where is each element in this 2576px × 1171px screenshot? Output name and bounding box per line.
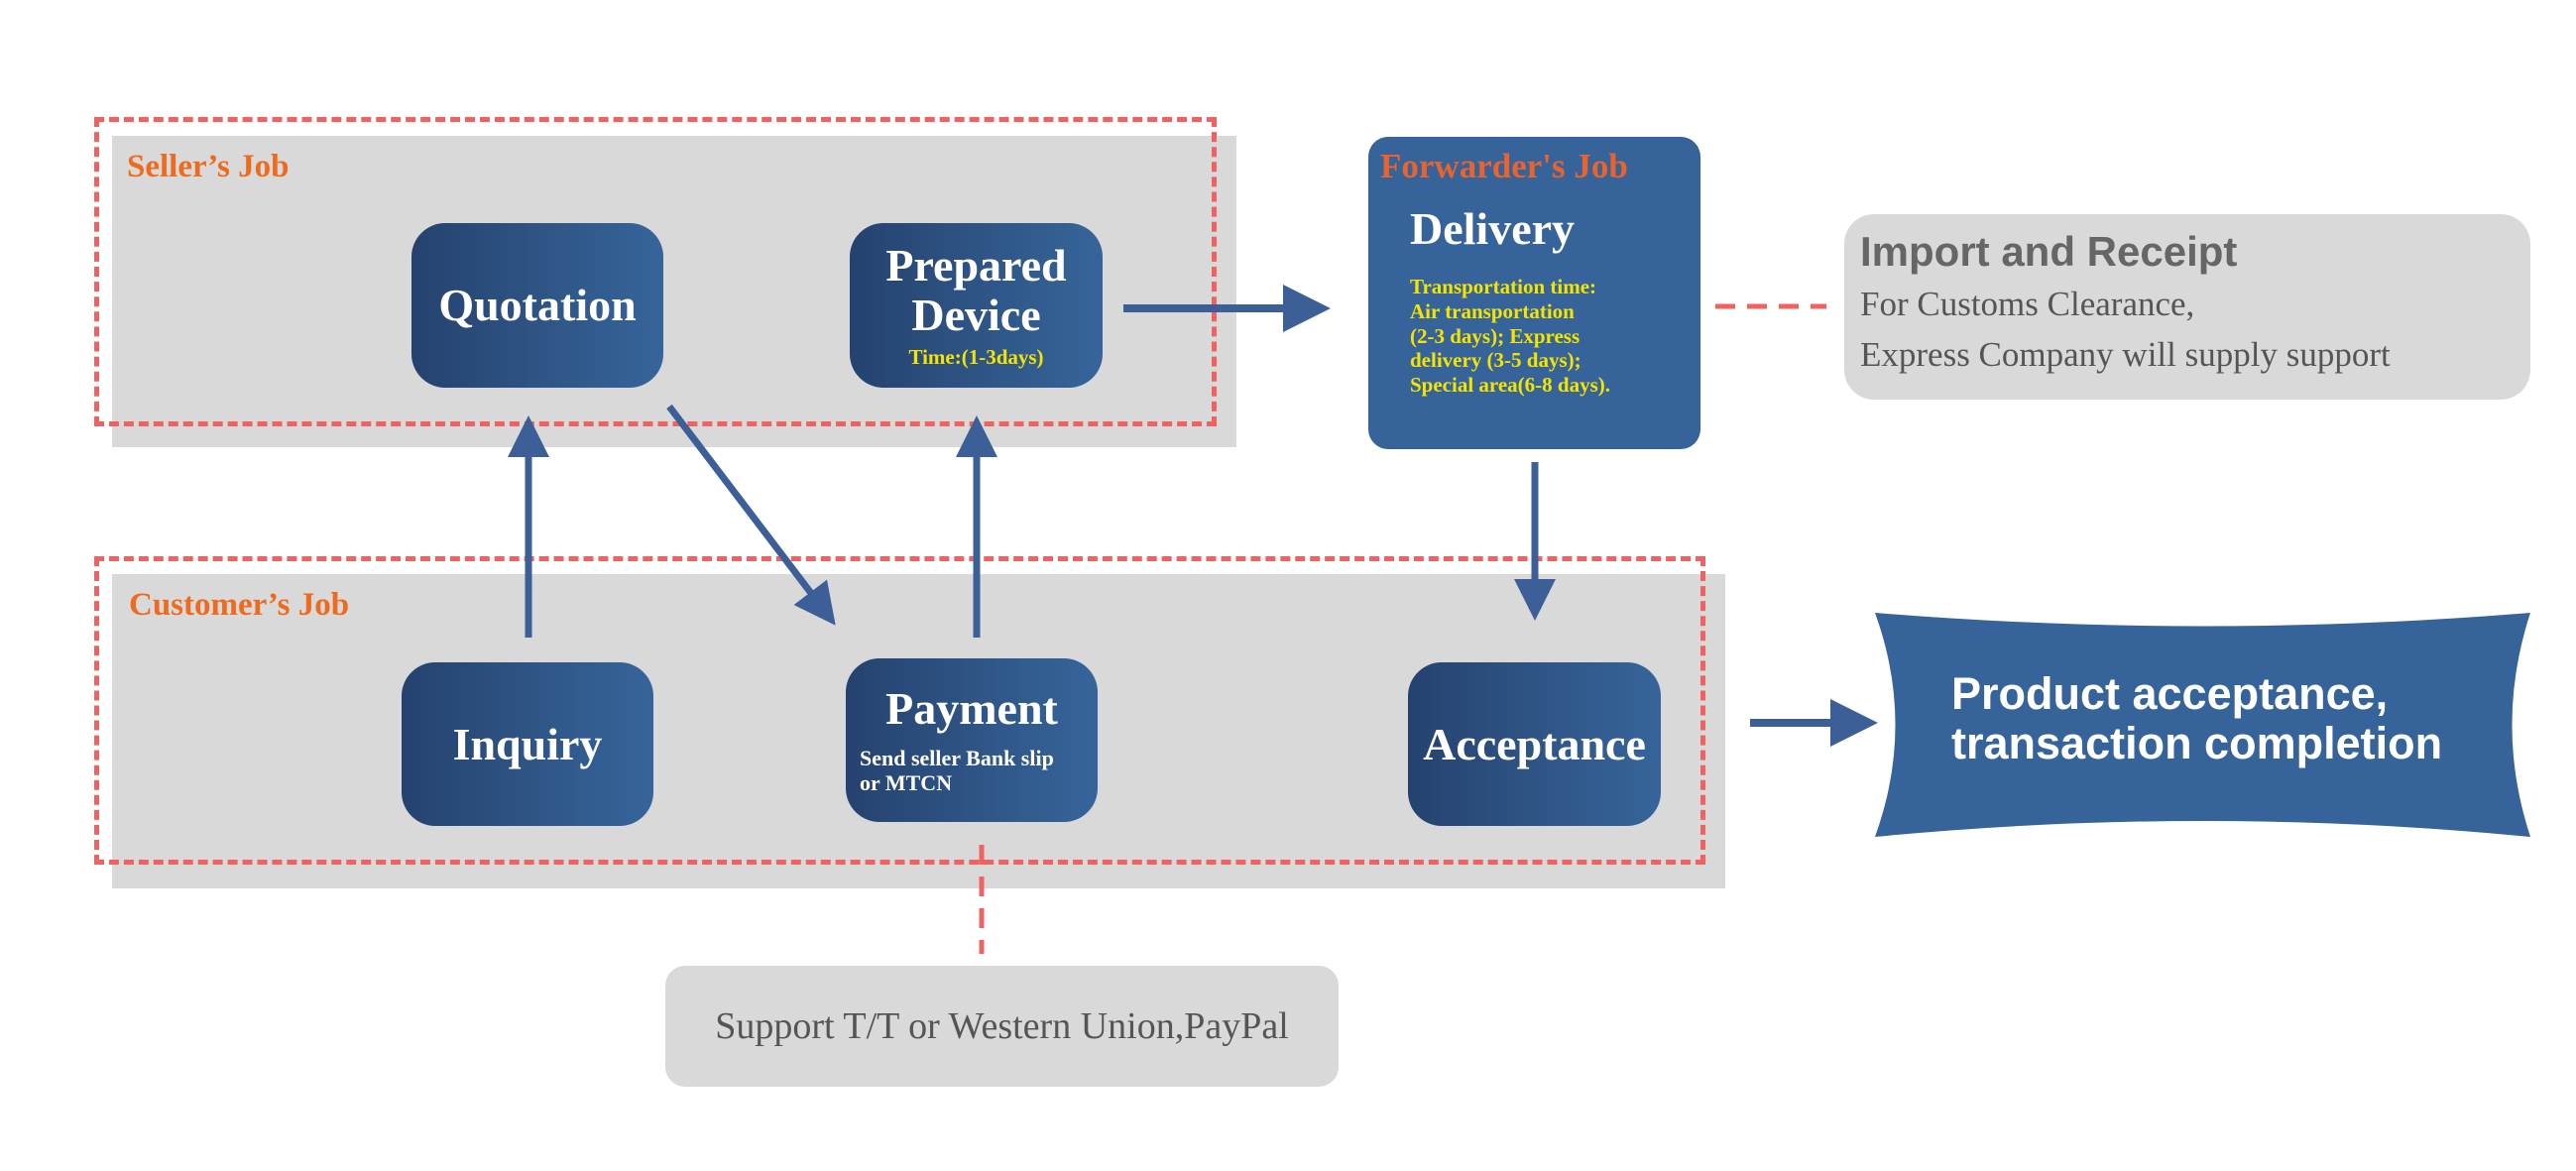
final-banner-line2: transaction completion — [1951, 717, 2443, 768]
payment-support-box: Support T/T or Western Union,PayPal — [665, 966, 1339, 1087]
payment-note-line2: or MTCN — [860, 770, 953, 796]
final-banner-shape — [1875, 613, 2530, 837]
payment-support-text: Support T/T or Western Union,PayPal — [715, 1005, 1289, 1047]
inquiry-node[interactable]: Inquiry — [402, 662, 653, 826]
prepared-device-node[interactable]: Prepared Device Time:(1-3days) — [850, 223, 1103, 388]
payment-note-line1: Send seller Bank slip — [860, 746, 1054, 771]
seller-section-border — [94, 117, 1217, 426]
import-receipt-text: For Customs Clearance, Express Company w… — [1860, 280, 2515, 381]
arrow-quotation-to-payment — [666, 404, 836, 626]
customer-section-border — [94, 556, 1705, 865]
prepared-device-title-line2: Device — [911, 289, 1041, 340]
acceptance-node[interactable]: Acceptance — [1408, 662, 1661, 826]
payment-node[interactable]: Payment Send seller Bank slip or MTCN — [846, 658, 1098, 822]
final-banner-line1: Product acceptance, — [1951, 668, 2389, 719]
delivery-title: Delivery — [1410, 203, 1576, 254]
delivery-line: Air transportation — [1410, 298, 1575, 323]
payment-title: Payment — [885, 683, 1058, 735]
acceptance-title: Acceptance — [1423, 718, 1646, 769]
inquiry-title: Inquiry — [452, 718, 603, 769]
prepared-device-time-note: Time:(1-3days) — [908, 345, 1044, 370]
delivery-line: Transportation time: — [1410, 275, 1597, 298]
customer-section-label: Customer’s Job — [129, 587, 350, 623]
import-receipt-line2: Express Company will supply support — [1860, 334, 2391, 374]
quotation-title: Quotation — [438, 280, 637, 331]
prepared-device-title-line1: Prepared — [885, 239, 1067, 291]
seller-section-label: Seller’s Job — [127, 149, 290, 184]
delivery-node[interactable]: Forwarder's Job Delivery Transportation … — [1368, 137, 1700, 449]
import-receipt-line1: For Customs Clearance, — [1860, 285, 2195, 323]
delivery-line: (2-3 days); Express — [1410, 323, 1581, 348]
forwarder-section-label: Forwarder's Job — [1380, 147, 1628, 185]
quotation-node[interactable]: Quotation — [411, 223, 663, 388]
delivery-transport-details: Transportation time: Air transportation … — [1410, 275, 1689, 398]
delivery-line: delivery (3-5 days); — [1410, 348, 1581, 373]
final-banner-text: Product acceptance, transaction completi… — [1951, 669, 2442, 767]
import-receipt-title: Import and Receipt — [1860, 228, 2238, 275]
delivery-line: Special area(6-8 days). — [1410, 373, 1611, 398]
import-receipt-box: Import and Receipt For Customs Clearance… — [1844, 214, 2530, 400]
